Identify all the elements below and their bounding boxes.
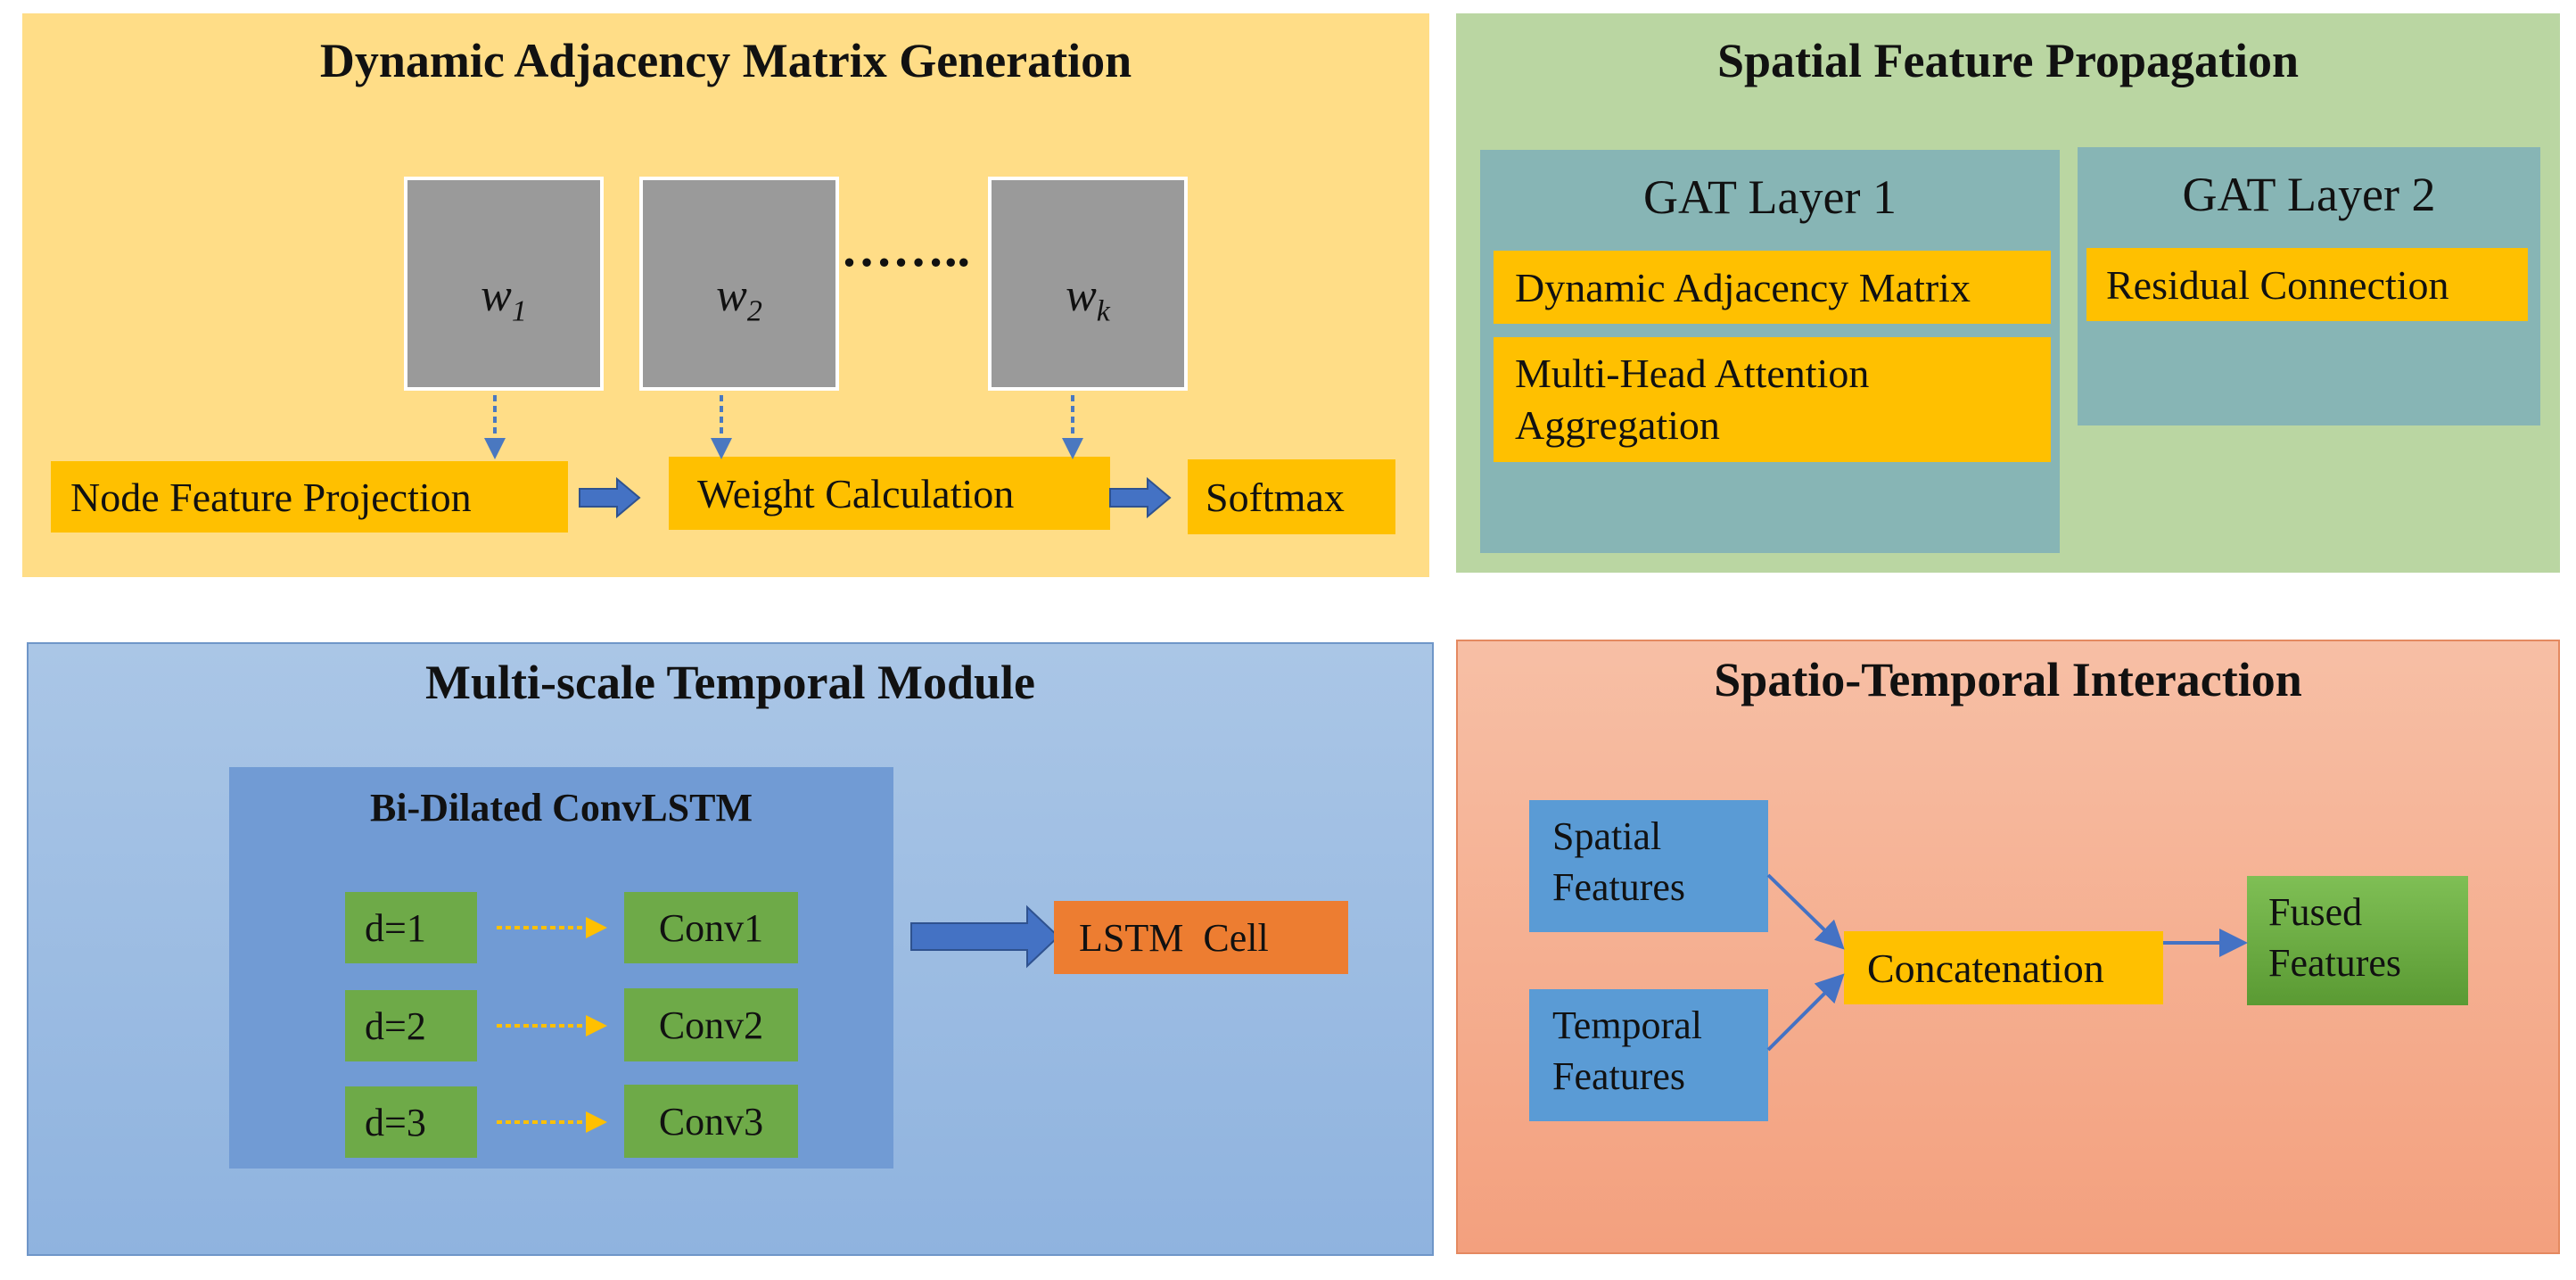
gat-layer-1-title: GAT Layer 1 [1643,170,1897,224]
item-multi-head-attention-line1: Multi-Head Attention [1515,351,1870,396]
conv-2: Conv2 [624,988,798,1061]
panel-title-spatial-propagation: Spatial Feature Propagation [1716,34,2299,87]
spatial-features-box: Spatial Features [1529,800,1768,932]
item-dynamic-adjacency-matrix: Dynamic Adjacency Matrix [1494,251,2051,324]
conv-3: Conv3 [624,1085,798,1158]
concatenation-box: Concatenation [1844,931,2163,1004]
lstm-cell: LSTM Cell [1054,901,1348,974]
panel-dynamic-adjacency: Dynamic Adjacency Matrix Generation w1 w… [22,13,1429,577]
conv-1: Conv1 [624,892,798,963]
item-multi-head-attention-line2: Aggregation [1515,402,1720,448]
spatial-features-line2: Features [1552,865,1686,910]
block-arrow-projection-to-weight [579,476,641,519]
fused-features-line1: Fused [2268,890,2363,934]
block-arrow-to-lstm [910,904,1060,969]
weight-subscript-1: 1 [511,294,527,328]
weight-box-2: w2 [639,177,839,391]
weight-box-1: w1 [404,177,604,391]
weight-symbol-2: w [716,270,747,321]
temporal-features-line2: Features [1552,1054,1686,1099]
dilation-d2: d=2 [345,990,477,1061]
weight-box-k: wk [988,177,1188,391]
step-node-feature-projection: Node Feature Projection [51,461,568,533]
temporal-features-box: Temporal Features [1529,989,1768,1121]
step-softmax: Softmax [1188,459,1395,534]
fused-features-line2: Features [2268,941,2402,986]
weight-subscript-k: k [1096,294,1110,328]
weight-ellipsis: …….. [841,219,970,277]
bidilated-convlstm-title: Bi-Dilated ConvLSTM [369,786,753,830]
panel-title-temporal-module: Multi-scale Temporal Module [425,656,1035,709]
dilation-d3: d=3 [345,1086,477,1158]
step-weight-calculation: Weight Calculation [669,457,1110,530]
weight-subscript-2: 2 [746,294,762,328]
weight-symbol-k: w [1066,270,1097,321]
temporal-features-line1: Temporal [1552,1003,1702,1047]
panel-temporal-module: Multi-scale Temporal Module Bi-Dilated C… [27,642,1434,1256]
panel-spatial-propagation: Spatial Feature Propagation GAT Layer 1 … [1456,13,2560,573]
gat-layer-2-title: GAT Layer 2 [2182,168,2436,221]
arrow-spatial-to-concat [1766,873,1845,950]
weight-symbol-1: w [481,270,512,321]
fused-features-box: Fused Features [2247,876,2468,1005]
gat-layer-2: GAT Layer 2 Residual Connection [2078,147,2540,425]
spatial-features-line1: Spatial [1552,814,1662,858]
bidilated-convlstm-block: Bi-Dilated ConvLSTM d=1 d=2 d=3 Conv1 Co… [229,767,893,1169]
panel-title-dynamic-adjacency: Dynamic Adjacency Matrix Generation [319,34,1132,87]
item-residual-connection: Residual Connection [2086,248,2528,321]
block-arrow-weight-to-softmax [1109,476,1172,519]
arrow-temporal-to-concat [1766,973,1845,1052]
dilation-d1: d=1 [345,892,477,963]
panel-title-spatio-temporal-interaction: Spatio-Temporal Interaction [1714,653,2302,706]
panel-spatio-temporal-interaction: Spatio-Temporal Interaction Spatial Feat… [1456,640,2560,1254]
gat-layer-1: GAT Layer 1 Dynamic Adjacency Matrix Mul… [1480,150,2060,553]
item-multi-head-attention: Multi-Head Attention Aggregation [1494,337,2051,462]
